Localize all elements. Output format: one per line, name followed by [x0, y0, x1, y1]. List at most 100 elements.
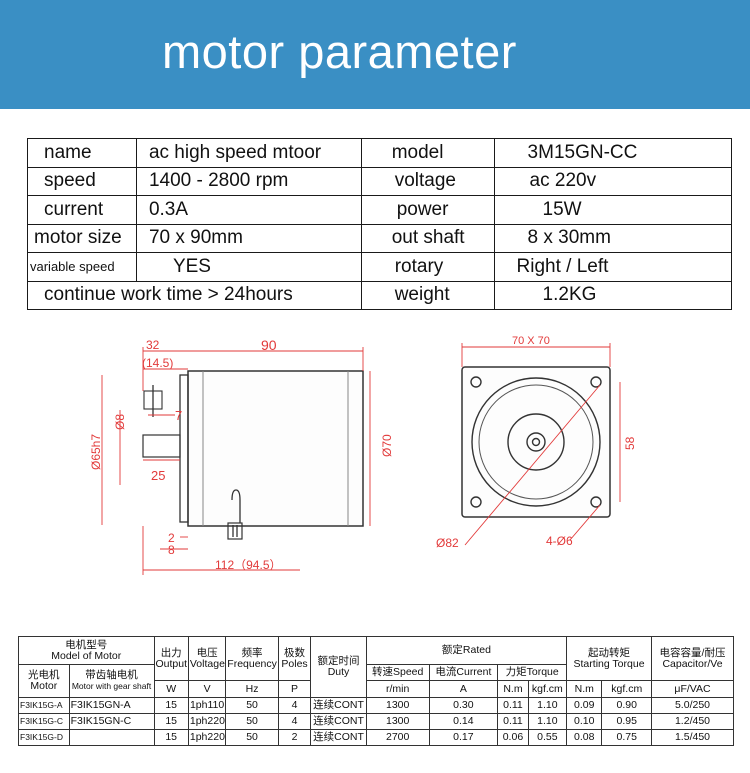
table-row: continue work time > 24hours weight 1.2K…	[27, 280, 733, 310]
hdr-cap-en: Capacitor/Ve	[662, 657, 723, 670]
hdr-poles-cn: 极数	[284, 646, 306, 659]
hdr-duty-cn: 额定时间	[317, 655, 360, 667]
dim-body-dia: Ø70	[380, 434, 394, 457]
cell: 连续CONT	[310, 713, 367, 730]
dim-shaft-dia: Ø8	[113, 414, 127, 430]
hdr-gear-cn: 带齿轴电机	[85, 669, 138, 681]
dim-shaft-note: (14.5)	[142, 356, 173, 370]
table-row: F3IK15G-A F3IK15GN-A 15 1ph110 50 4 连续CO…	[18, 697, 734, 714]
dim-key: 7	[175, 408, 182, 423]
cell: 15	[153, 697, 189, 714]
hdr-poles: 极数 Poles	[277, 636, 312, 681]
cell: 0.14	[428, 713, 499, 730]
title-banner: motor parameter	[0, 0, 750, 109]
table-row: speed 1400 - 2800 rpm voltage ac 220v	[27, 166, 733, 196]
value-weight: 1.2KG	[493, 280, 733, 310]
dim-body: 90	[261, 337, 277, 353]
dim-circle: Ø82	[436, 536, 459, 550]
hdr-voltage: 电压 Voltage	[187, 636, 227, 681]
value-variable-speed: YES	[135, 252, 362, 282]
cell: 1ph220	[187, 713, 227, 730]
cell: 1.2/450	[651, 713, 734, 730]
unit-cell: P	[277, 680, 312, 698]
cell: 15	[153, 729, 189, 746]
dim-total: 32	[146, 338, 160, 352]
hdr-capacitor: 电容容量/耐压 Capacitor/Ve	[651, 636, 734, 681]
dim-bottom: 112（94.5）	[215, 558, 282, 572]
side-dimensions	[101, 347, 371, 575]
cell: 1.10	[527, 713, 568, 730]
cell: 2700	[365, 729, 430, 746]
parameter-table: name ac high speed mtoor model 3M15GN-CC…	[27, 138, 733, 310]
label-motor-size: motor size	[27, 223, 137, 253]
table-row: current 0.3A power 15W	[27, 195, 733, 225]
side-view	[142, 370, 364, 540]
label-model: model	[360, 138, 495, 168]
hdr-output-en: Output	[155, 657, 188, 670]
cell: 0.75	[601, 729, 652, 746]
cell: 50	[225, 713, 279, 730]
cell: 4	[277, 713, 312, 730]
table-row: name ac high speed mtoor model 3M15GN-CC	[27, 138, 733, 168]
table-row: F3IK15G-C F3IK15GN-C 15 1ph220 50 4 连续CO…	[18, 713, 734, 730]
unit-cell: A	[428, 680, 499, 698]
unit-cell: r/min	[365, 680, 430, 698]
cell: 0.95	[601, 713, 652, 730]
hdr-gear-en: Motor with gear shaft	[71, 681, 152, 691]
dim-a: 2	[168, 531, 175, 545]
technical-drawing: 90 32 (14.5) 7 25 2 8 112（94.5） Ø65h7 Ø8…	[0, 325, 750, 585]
unit-cell: Hz	[225, 680, 279, 698]
label-rotary: rotary	[360, 252, 495, 282]
value-model: 3M15GN-CC	[493, 138, 733, 168]
cell: 连续CONT	[310, 729, 367, 746]
hdr-duty-en: Duty	[327, 666, 350, 678]
hdr-gear-motor: 带齿轴电机 Motor with gear shaft	[68, 664, 155, 698]
label-weight: weight	[360, 280, 495, 310]
hdr-model-cn: 电机型号	[65, 638, 108, 651]
cell: 0.90	[601, 697, 652, 714]
table-row: variable speed YES rotary Right / Left	[27, 252, 733, 282]
cell: 0.10	[566, 713, 603, 730]
cell: 1300	[365, 713, 430, 730]
value-name: ac high speed mtoor	[135, 138, 362, 168]
hdr-freq-cn: 频率	[241, 646, 263, 659]
cell: F3IK15G-C	[18, 713, 70, 730]
dim-pitch: 58	[623, 436, 637, 450]
label-current: current	[27, 195, 137, 225]
hdr-model: 电机型号 Model of Motor	[18, 636, 155, 665]
label-name: name	[27, 138, 137, 168]
dim-holes: 4-Ø6	[546, 534, 573, 548]
label-speed: speed	[27, 166, 137, 196]
cell: 0.11	[497, 713, 529, 730]
unit-cell: N.m	[566, 680, 603, 698]
cell: 1ph220	[187, 729, 227, 746]
hdr-plain-cn: 光电机	[28, 669, 60, 681]
dim-b: 8	[168, 543, 175, 557]
cell: 0.55	[527, 729, 568, 746]
cell: 4	[277, 697, 312, 714]
hdr-torque-en: Starting Torque	[573, 657, 645, 670]
spec-table: 电机型号 Model of Motor 出力 Output 电压 Voltage…	[18, 636, 734, 746]
dim-square: 70 X 70	[512, 335, 550, 347]
cell: 1.5/450	[651, 729, 734, 746]
cell: 2	[277, 729, 312, 746]
value-work-time: continue work time > 24hours	[27, 280, 362, 310]
cell: 0.17	[428, 729, 499, 746]
cell: 1.10	[527, 697, 568, 714]
hdr-cap-cn: 电容容量/耐压	[659, 646, 726, 659]
cell: 连续CONT	[310, 697, 367, 714]
cell: 0.08	[566, 729, 603, 746]
value-motor-size: 70 x 90mm	[135, 223, 362, 253]
motor-drawing-svg: 90 32 (14.5) 7 25 2 8 112（94.5） Ø65h7 Ø8…	[89, 335, 637, 575]
label-variable-speed: variable speed	[27, 252, 137, 282]
table-row: F3IK15G-D 15 1ph220 50 2 连续CONT 2700 0.1…	[18, 729, 734, 746]
unit-cell: kgf.cm	[527, 680, 568, 698]
motor-body	[187, 370, 364, 527]
cell: 0.11	[497, 697, 529, 714]
label-power: power	[360, 195, 495, 225]
value-power: 15W	[493, 195, 733, 225]
front-square	[461, 366, 611, 518]
spec-subheader-row: 光电机 Motor 带齿轴电机 Motor with gear shaft 转速…	[18, 664, 734, 698]
value-rotary: Right / Left	[493, 252, 733, 282]
hdr-output: 出力 Output	[153, 636, 189, 681]
